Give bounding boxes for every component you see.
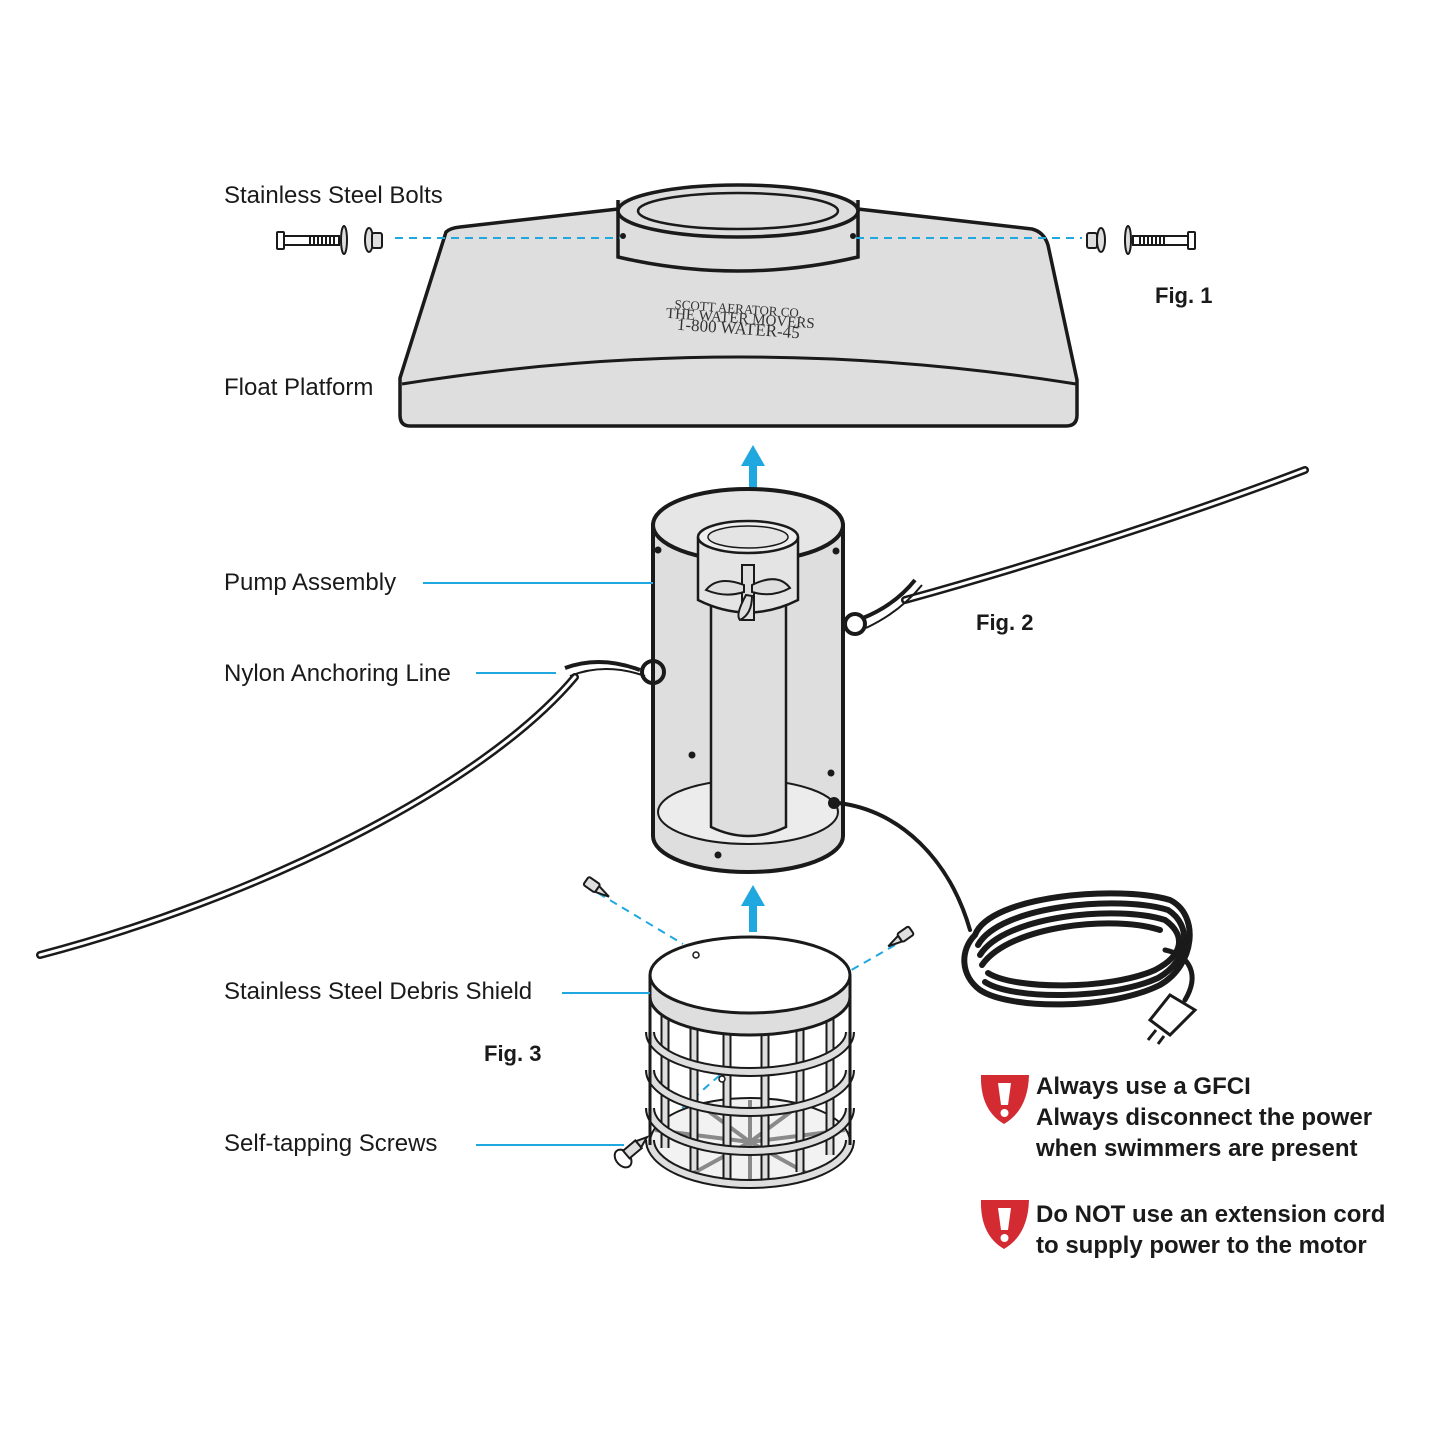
float-platform: SCOTT AERATOR CO. THE WATER MOVERS 1-800… xyxy=(398,183,1079,428)
arrow-up-icon xyxy=(741,445,765,492)
bolt-right-icon xyxy=(1086,225,1196,255)
screw-icon xyxy=(582,876,610,898)
anchor-knot-left xyxy=(564,659,666,685)
screw-icon xyxy=(613,1135,650,1169)
screw-icon xyxy=(887,925,915,948)
label-debris-shield: Stainless Steel Debris Shield xyxy=(224,978,533,1005)
figure-label-2: Fig. 2 xyxy=(976,610,1034,635)
warning-icon xyxy=(980,1075,1029,1124)
warning-line: Always use a GFCI xyxy=(1036,1073,1251,1100)
label-stainless-steel-bolts: Stainless Steel Bolts xyxy=(224,182,443,209)
label-pump-assembly: Pump Assembly xyxy=(224,569,397,596)
warning-line: Do NOT use an extension cord xyxy=(1036,1201,1386,1228)
leader-lines xyxy=(423,582,653,1146)
anchoring-line xyxy=(36,466,1309,959)
warning-extension-cord: Do NOT use an extension cord to supply p… xyxy=(1036,1199,1385,1261)
anchor-knot-right xyxy=(843,578,923,636)
figure-label-1: Fig. 1 xyxy=(1155,283,1213,308)
warning-line: when swimmers are present xyxy=(1036,1135,1358,1162)
label-float-platform: Float Platform xyxy=(224,374,374,401)
label-self-tapping-screws: Self-tapping Screws xyxy=(224,1130,438,1157)
arrow-up-icon xyxy=(741,885,765,932)
power-cord xyxy=(836,801,1195,1008)
bolt-left-icon xyxy=(276,225,383,255)
label-nylon-anchoring-line: Nylon Anchoring Line xyxy=(224,660,451,687)
warning-line: Always disconnect the power xyxy=(1036,1104,1373,1131)
figure-label-3: Fig. 3 xyxy=(484,1041,542,1066)
plug-icon xyxy=(1146,993,1198,1045)
warning-line: to supply power to the motor xyxy=(1036,1232,1367,1259)
warning-gfci: Always use a GFCI Always disconnect the … xyxy=(1036,1071,1372,1164)
debris-shield xyxy=(645,935,855,1189)
warning-icon xyxy=(980,1200,1029,1249)
pump-assembly xyxy=(651,487,845,874)
